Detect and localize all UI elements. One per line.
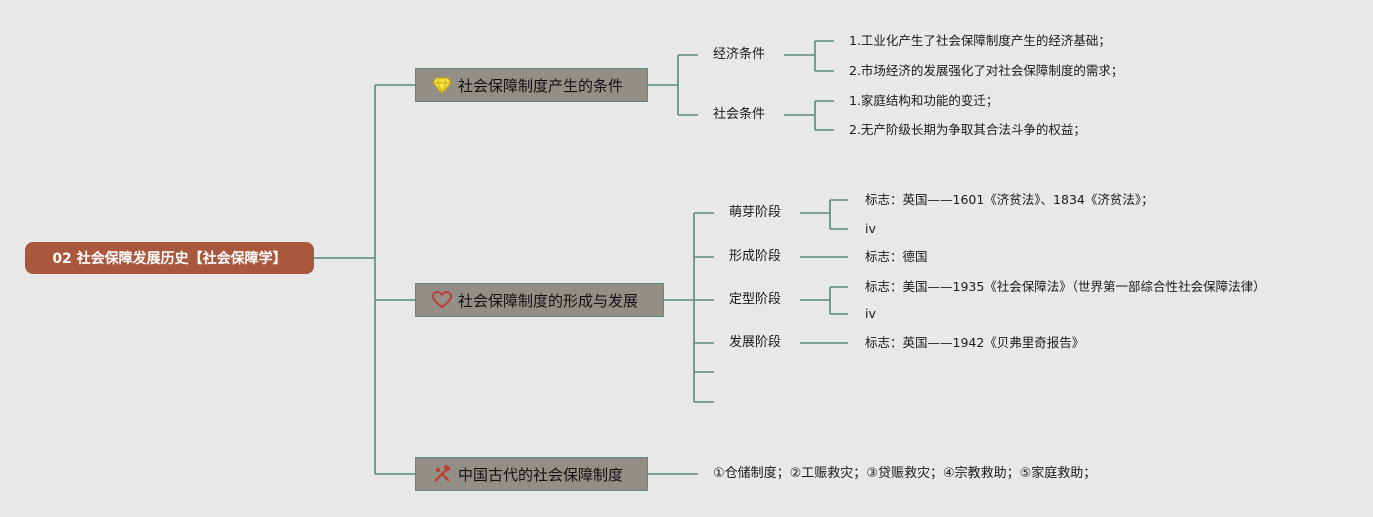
leaf-text: 标志：英国——1601《济贫法》、1834《济贫法》； [865, 192, 1154, 207]
root-label: 02 社会保障发展历史【社会保障学】 [52, 251, 287, 267]
tools-icon [432, 464, 452, 484]
node-stage-finalize[interactable]: 定型阶段 [729, 292, 782, 307]
leaf-text: iv [865, 221, 876, 236]
leaf-text: 标志：美国——1935《社会保障法》（世界第一部综合性社会保障法律） [865, 279, 1266, 294]
branch-node-ancient-china[interactable]: 中国古代的社会保障制度 [415, 457, 648, 491]
node-social-conditions[interactable]: 社会条件 [713, 107, 766, 122]
node-stage-sprout[interactable]: 萌芽阶段 [729, 205, 782, 220]
leaf-text: 标志：英国——1942《贝弗里奇报告》 [865, 335, 1085, 350]
branch-label: 中国古代的社会保障制度 [458, 465, 624, 484]
branch-label: 社会保障制度产生的条件 [458, 76, 624, 95]
leaf-text: 1.工业化产生了社会保障制度产生的经济基础； [849, 33, 1111, 48]
branch-node-formation[interactable]: 社会保障制度的形成与发展 [415, 283, 664, 317]
heart-icon [432, 290, 452, 310]
branch-node-conditions[interactable]: 社会保障制度产生的条件 [415, 68, 648, 102]
leaf-text: 标志：德国 [865, 249, 928, 264]
leaf-text: iv [865, 306, 876, 321]
diamond-icon [432, 75, 452, 95]
leaf-text: 1.家庭结构和功能的变迁； [849, 93, 999, 108]
root-node[interactable]: 02 社会保障发展历史【社会保障学】 [25, 242, 314, 274]
leaf-text: 2.无产阶级长期为争取其合法斗争的权益； [849, 122, 1086, 137]
branch-label: 社会保障制度的形成与发展 [458, 291, 639, 310]
node-economic-conditions[interactable]: 经济条件 [713, 47, 766, 62]
leaf-text: ①仓储制度；②工赈救灾；③贷赈救灾；④宗教救助；⑤家庭救助； [713, 466, 1097, 481]
node-stage-develop[interactable]: 发展阶段 [729, 335, 782, 350]
leaf-text: 2.市场经济的发展强化了对社会保障制度的需求； [849, 63, 1124, 78]
node-stage-formation[interactable]: 形成阶段 [729, 249, 782, 264]
